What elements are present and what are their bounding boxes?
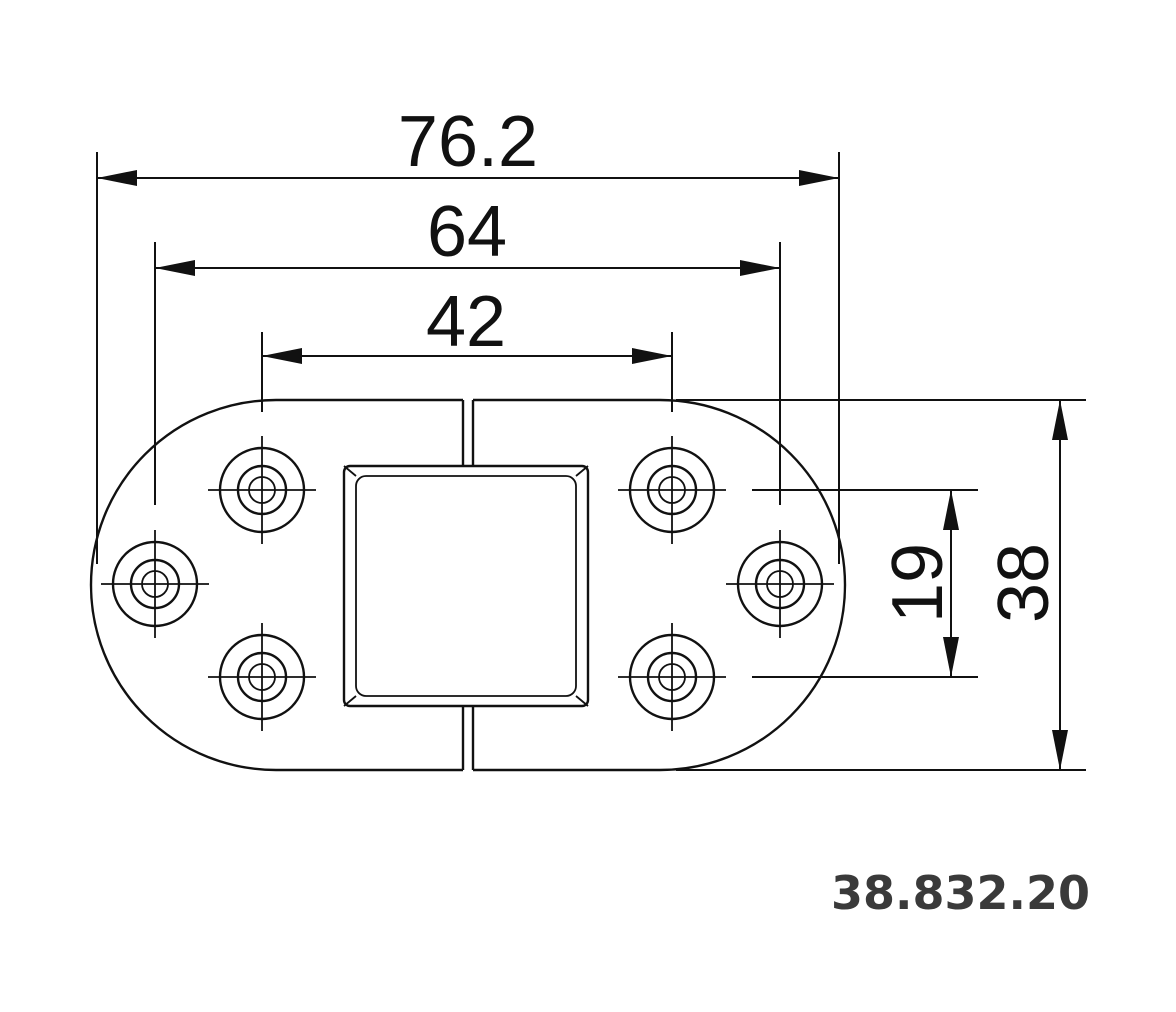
center-block-bevel bbox=[343, 695, 357, 707]
plate-right-outline bbox=[473, 398, 847, 772]
part-number: 38.832.20 bbox=[831, 866, 1090, 920]
center-block-bevel bbox=[575, 465, 589, 477]
dimension-mounting-outer: 64 bbox=[155, 192, 780, 276]
dimension-label-mounting-outer: 64 bbox=[427, 192, 507, 272]
dimension-label-overall-width: 76.2 bbox=[398, 102, 538, 182]
dimension-overall-width: 76.2 bbox=[97, 102, 839, 186]
center-block-outer bbox=[342, 464, 590, 708]
screw-hole-left-top bbox=[208, 436, 316, 544]
dimension-label-mounting-inner: 42 bbox=[426, 282, 506, 362]
screw-hole-right-bottom bbox=[618, 623, 726, 731]
dimension-label-inner-height: 19 bbox=[878, 543, 958, 623]
center-block-bevel bbox=[343, 465, 357, 477]
center-block-bevel bbox=[575, 695, 589, 707]
screw-hole-left-bottom bbox=[208, 623, 316, 731]
screw-hole-left-end bbox=[101, 530, 209, 638]
plate-left-outline bbox=[89, 398, 463, 772]
dimension-label-overall-height: 38 bbox=[984, 543, 1064, 623]
dimension-overall-height: 38 bbox=[984, 400, 1068, 770]
center-block-inner bbox=[355, 475, 577, 697]
dimension-mounting-inner: 42 bbox=[262, 282, 672, 364]
screw-hole-right-end bbox=[726, 530, 834, 638]
screw-hole-right-top bbox=[618, 436, 726, 544]
dimension-inner-height: 19 bbox=[878, 490, 959, 677]
